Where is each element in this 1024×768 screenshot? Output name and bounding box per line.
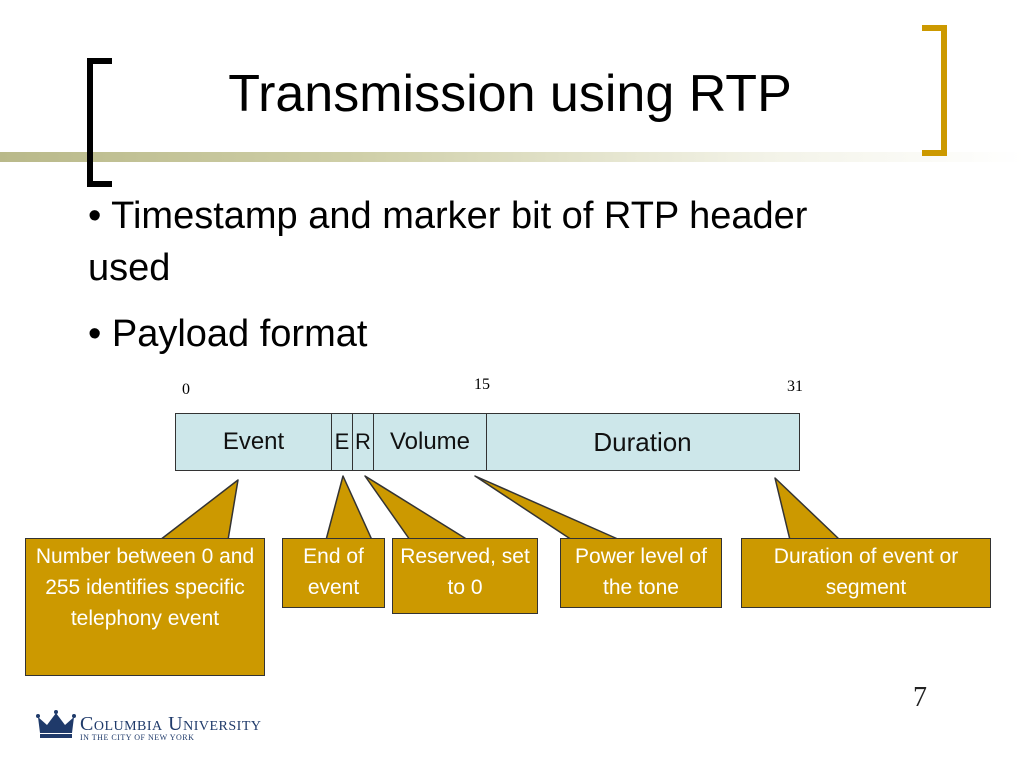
callout-event: Number between 0 and 255 identifies spec… bbox=[25, 538, 265, 676]
right-bracket bbox=[922, 25, 947, 156]
callout-duration: Duration of event or segment bbox=[741, 538, 991, 608]
field-end: E bbox=[332, 414, 353, 470]
bit-label-0: 0 bbox=[182, 381, 190, 398]
bullet-item: • Timestamp and marker bit of RTP header… bbox=[88, 195, 808, 289]
field-reserved: R bbox=[353, 414, 374, 470]
field-event: Event bbox=[176, 414, 332, 470]
field-duration: Duration bbox=[593, 426, 692, 457]
title-accent-bar bbox=[0, 152, 1024, 162]
callout-end-of-event: End of event bbox=[282, 538, 385, 608]
bullet-item: • Payload format bbox=[88, 313, 368, 355]
bit-label-31: 31 bbox=[787, 378, 803, 395]
logo-wordmark: Columbia University bbox=[80, 713, 262, 735]
field-volume: Volume bbox=[374, 414, 487, 470]
callout-volume: Power level of the tone bbox=[560, 538, 722, 608]
callout-reserved: Reserved, set to 0 bbox=[392, 538, 538, 614]
payload-format-bar: Event E R Volume Duration bbox=[175, 413, 800, 471]
slide-title: Transmission using RTP bbox=[228, 65, 792, 123]
page-number: 7 bbox=[913, 682, 927, 713]
left-bracket bbox=[87, 58, 112, 187]
bit-label-15: 15 bbox=[474, 376, 490, 393]
bullet-list: • Timestamp and marker bit of RTP header… bbox=[88, 190, 848, 374]
logo-tagline: IN THE CITY OF NEW YORK bbox=[80, 733, 195, 742]
crown-icon bbox=[36, 710, 76, 738]
